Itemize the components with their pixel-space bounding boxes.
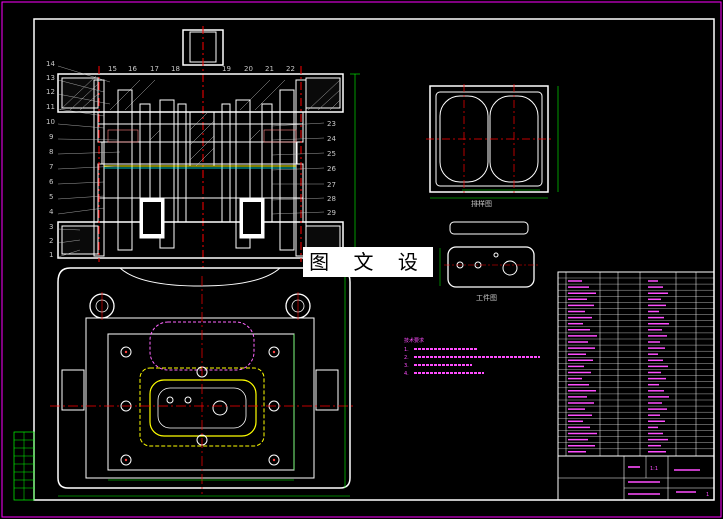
part-number: 8 xyxy=(49,148,53,156)
part-number: 11 xyxy=(46,103,55,111)
strip-layout-view: 排样图 xyxy=(426,84,559,208)
part-number: 6 xyxy=(49,178,54,186)
part-number: 5 xyxy=(49,193,53,201)
part-number: 29 xyxy=(327,209,336,217)
part-number: 26 xyxy=(327,165,336,173)
note-line: 2. xyxy=(404,355,409,361)
part-number-labels-left: 14 13 12 11 10 9 8 7 6 5 4 3 2 1 xyxy=(46,60,55,259)
part-number-labels-top: 15 16 17 18 19 20 21 22 xyxy=(108,65,295,73)
assembly-section-view: 14 13 12 11 10 9 8 7 6 5 4 3 2 1 15 16 1… xyxy=(46,26,360,268)
part-number: 23 xyxy=(327,120,336,128)
part-number: 9 xyxy=(49,133,53,141)
part-number: 17 xyxy=(150,65,159,73)
revision-block xyxy=(13,431,35,501)
workpiece-label: 工件图 xyxy=(476,293,497,302)
part-number: 7 xyxy=(49,163,53,171)
part-number: 13 xyxy=(46,74,55,82)
part-number: 22 xyxy=(286,65,295,73)
scale-value: 1:1 xyxy=(650,466,658,472)
part-number: 24 xyxy=(327,135,336,143)
part-number: 10 xyxy=(46,118,55,126)
part-number: 27 xyxy=(327,181,336,189)
part-number: 25 xyxy=(327,150,336,158)
inner-border xyxy=(33,18,715,501)
workpiece-view: 工件图 xyxy=(439,221,538,302)
part-number: 18 xyxy=(171,65,180,73)
note-line: 1. xyxy=(404,347,409,353)
part-number: 4 xyxy=(49,208,54,216)
part-number: 14 xyxy=(46,60,55,68)
part-number-labels-right: 23 24 25 26 27 28 29 xyxy=(327,120,336,217)
part-number: 19 xyxy=(222,65,231,73)
notes-title: 技术要求 xyxy=(404,337,424,344)
part-number: 21 xyxy=(265,65,274,73)
part-number: 12 xyxy=(46,88,55,96)
part-number: 2 xyxy=(49,237,53,245)
part-number: 16 xyxy=(128,65,137,73)
part-number: 3 xyxy=(49,223,53,231)
part-number: 28 xyxy=(327,195,336,203)
plan-view xyxy=(50,267,356,497)
part-number: 1 xyxy=(49,251,53,259)
note-line: 4. xyxy=(404,371,409,377)
part-number: 20 xyxy=(244,65,253,73)
strip-layout-label: 排样图 xyxy=(471,199,492,208)
watermark-banner: 图 文 设 计 xyxy=(303,247,433,304)
note-line: 3. xyxy=(404,363,409,369)
technical-notes: 技术要求 1. 2. 3. 4. xyxy=(404,337,540,377)
parts-list-table: 1:1 1 xyxy=(557,271,715,501)
sheet-number: 1 xyxy=(706,492,709,498)
part-number: 15 xyxy=(108,65,117,73)
